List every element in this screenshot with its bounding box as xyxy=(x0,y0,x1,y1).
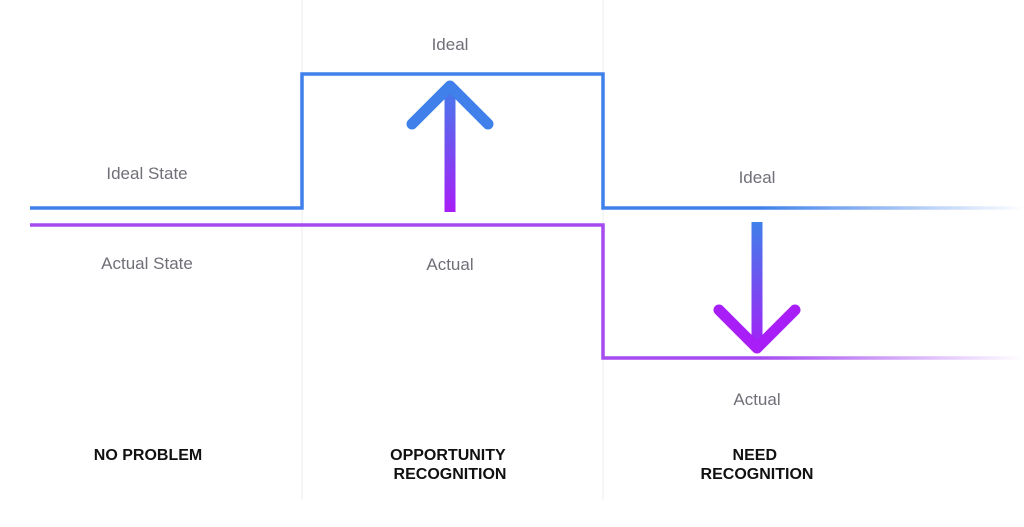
ideal-state-label: Ideal State xyxy=(106,164,187,183)
arrow-down-icon xyxy=(713,222,801,354)
ideal-line xyxy=(30,72,760,210)
case-opportunity-recognition: OPPORTUNITY RECOGNITION xyxy=(390,447,510,483)
actual-state-label: Actual State xyxy=(101,254,193,273)
actual-opportunity-label: Actual xyxy=(426,255,473,274)
actual-line xyxy=(30,223,760,360)
ideal-opportunity-label: Ideal xyxy=(432,35,469,54)
actual-line-fade xyxy=(760,356,1024,360)
arrow-up-icon xyxy=(406,80,494,212)
actual-need-label: Actual xyxy=(733,390,780,409)
ideal-line-fade xyxy=(760,206,1024,210)
case-need-recognition: NEED RECOGNITION xyxy=(701,447,814,483)
ideal-need-label: Ideal xyxy=(739,168,776,187)
case-no-problem: NO PROBLEM xyxy=(94,447,202,464)
